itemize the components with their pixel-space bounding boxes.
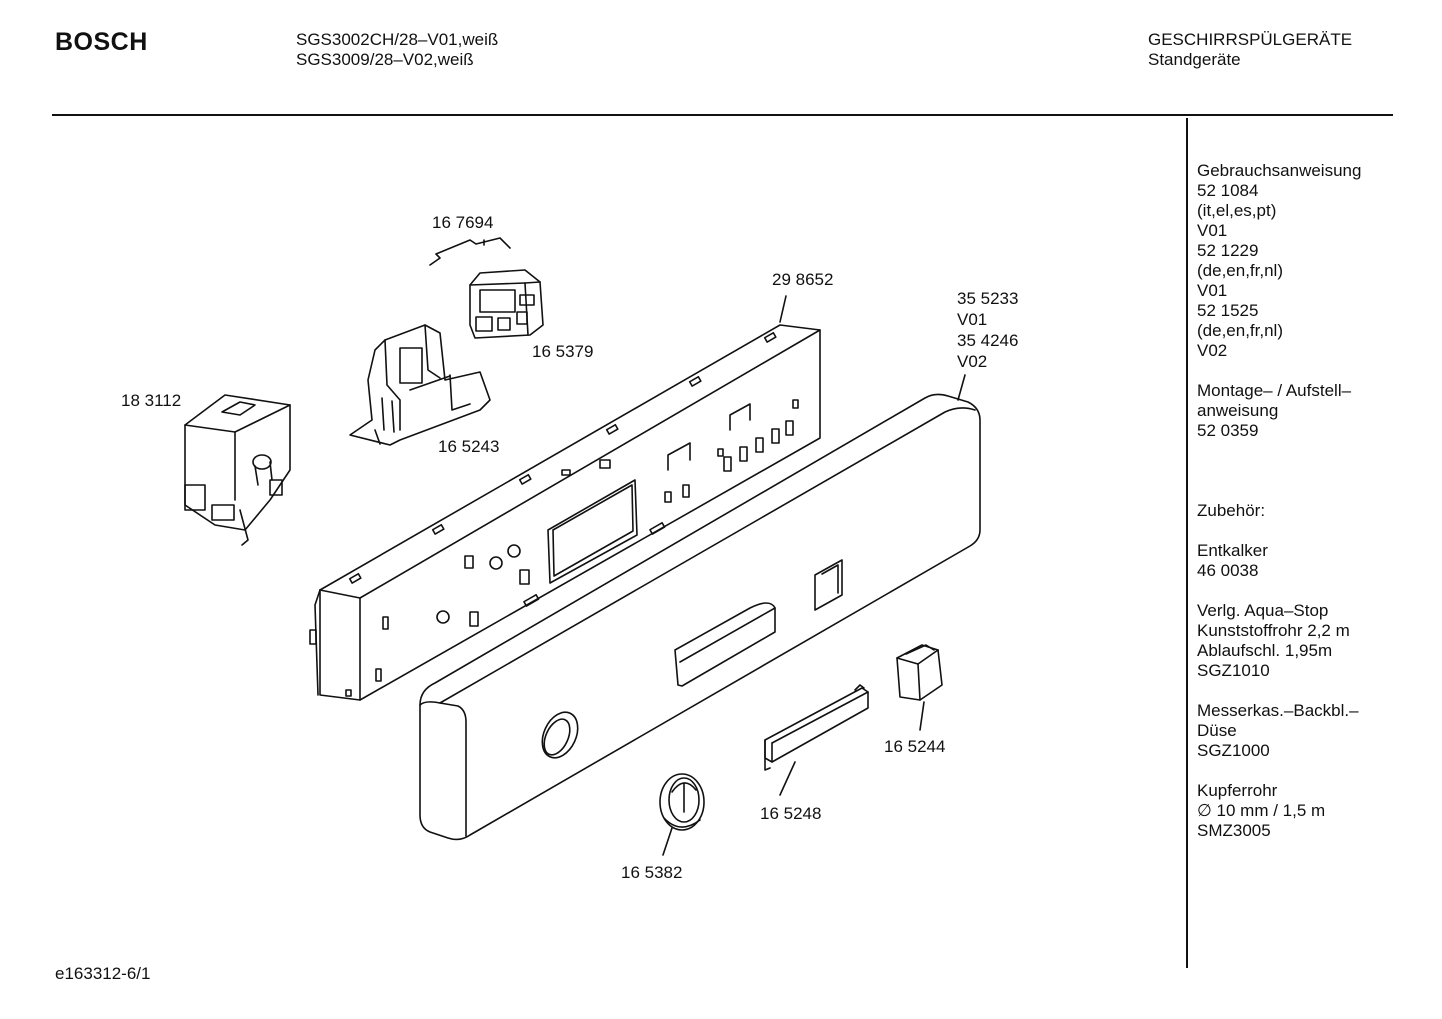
label-165248: 16 5248 (760, 804, 821, 823)
label-165382: 16 5382 (621, 863, 682, 882)
appliance-category: GESCHIRRSPÜLGERÄTE Standgeräte (1148, 30, 1352, 70)
part-wire-clip (429, 237, 511, 266)
sidebar-line: V01 (1197, 281, 1228, 300)
sidebar-line: 52 1084 (1197, 181, 1259, 200)
model-line-1: SGS3002CH/28–V01,weiß (296, 30, 499, 49)
part-control-panel-fascia (419, 393, 981, 841)
category-line-1: GESCHIRRSPÜLGERÄTE (1148, 30, 1353, 49)
label-165243: 16 5243 (438, 437, 499, 456)
sidebar-line: Verlg. Aqua–Stop (1197, 601, 1329, 620)
category-line-2: Standgeräte (1148, 50, 1241, 69)
sidebar-line: 52 1525 (1197, 301, 1259, 320)
sidebar-line: anweisung (1197, 401, 1279, 420)
label-167694: 16 7694 (432, 213, 493, 232)
part-rotary-knob (659, 773, 705, 831)
leader-lines (662, 295, 966, 856)
sidebar-line: Düse (1197, 721, 1237, 740)
header-divider (52, 114, 1393, 116)
sidebar-line: (it,el,es,pt) (1197, 201, 1277, 220)
part-trim-strip (764, 684, 869, 771)
brand-logo: BOSCH (55, 28, 148, 56)
sidebar-line: SGZ1000 (1197, 741, 1270, 760)
label-355233: 35 5233 (957, 289, 1018, 308)
sidebar-line: 46 0038 (1197, 561, 1259, 580)
sidebar-line: 52 0359 (1197, 421, 1259, 440)
sidebar-line: Entkalker (1197, 541, 1268, 560)
label-165244: 16 5244 (884, 737, 945, 756)
sidebar-divider (1186, 118, 1188, 968)
label-165379: 16 5379 (532, 342, 593, 361)
sidebar-line: Kunststoffrohr 2,2 m (1197, 621, 1350, 640)
sidebar-line: (de,en,fr,nl) (1197, 261, 1283, 280)
sidebar-line: Kupferrohr (1197, 781, 1278, 800)
part-door-lock (184, 394, 291, 546)
sidebar-line: (de,en,fr,nl) (1197, 321, 1283, 340)
part-push-button (896, 644, 943, 701)
sidebar-line: ∅ 10 mm / 1,5 m (1197, 801, 1326, 820)
exploded-parts-diagram: 16 7694 29 8652 35 5233 V01 35 4246 V02 … (121, 213, 1018, 882)
sidebar-line: Gebrauchsanweisung (1197, 161, 1362, 180)
label-183112: 18 3112 (121, 391, 181, 410)
part-bracket-holder (349, 324, 491, 446)
label-298652: 29 8652 (772, 270, 833, 289)
diagram-id: e163312-6/1 (55, 964, 151, 983)
sidebar-line: SGZ1010 (1197, 661, 1270, 680)
sidebar-line: V02 (1197, 341, 1228, 360)
sidebar-line: Zubehör: (1197, 501, 1266, 520)
sidebar-group: Zubehör: (1197, 501, 1392, 521)
sidebar-group (1197, 461, 1392, 481)
sidebar-line: SMZ3005 (1197, 821, 1271, 840)
label-354246: 35 4246 (957, 331, 1018, 350)
part-switch-module (469, 269, 544, 339)
sidebar-line: 52 1229 (1197, 241, 1259, 260)
sidebar-line: V01 (1197, 221, 1228, 240)
sidebar-line: Ablaufschl. 1,95m (1197, 641, 1333, 660)
label-354246-variant: V02 (957, 352, 987, 371)
sidebar-line: Messerkas.–Backbl.– (1197, 701, 1359, 720)
label-355233-variant: V01 (957, 310, 987, 329)
model-line-2: SGS3009/28–V02,weiß (296, 50, 474, 69)
part-control-panel-carrier (309, 324, 821, 701)
model-list: SGS3002CH/28–V01,weiß SGS3009/28–V02,wei… (296, 30, 498, 70)
sidebar-line: Montage– / Aufstell– (1197, 381, 1352, 400)
